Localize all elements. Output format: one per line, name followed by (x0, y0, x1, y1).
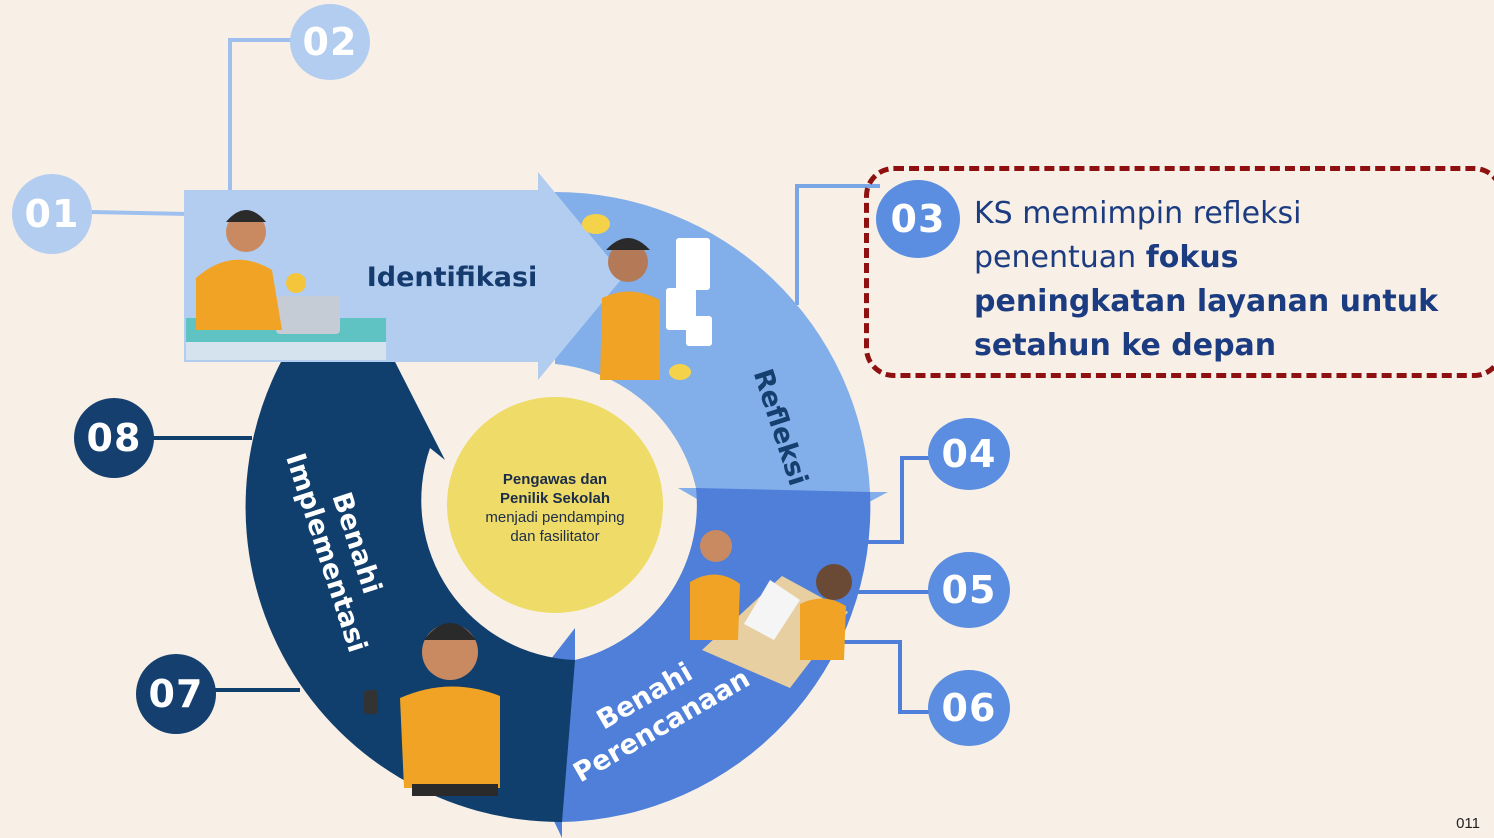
callout-text-regular: KS memimpin refleksi penentuan (974, 196, 1302, 275)
center-line-3: menjadi pendamping (485, 509, 625, 526)
center-caption: Pengawas dan Penilik Sekolah menjadi pen… (452, 470, 658, 546)
center-line-4: dan fasilitator (510, 528, 600, 545)
segment-refleksi (555, 191, 888, 548)
connector-06 (842, 640, 930, 714)
figure-implementasi (364, 623, 500, 796)
step-02-badge: 02 (290, 4, 370, 80)
center-circle (447, 397, 663, 613)
step-07-badge: 07 (136, 654, 216, 734)
center-line-1: Pengawas dan (502, 471, 608, 488)
callout-text-bold: fokus peningkatan layanan untuk setahun … (974, 240, 1439, 363)
figure-perencanaan (690, 530, 852, 688)
center-line-2: Penilik Sekolah (499, 490, 611, 507)
figure-identifikasi (186, 210, 386, 360)
connector-01 (89, 210, 189, 216)
step-04-badge: 04 (928, 418, 1010, 490)
step-06-badge: 06 (928, 670, 1010, 746)
figure-refleksi (582, 214, 712, 380)
connector-04 (866, 456, 930, 544)
segment-perencanaan (505, 488, 871, 838)
step-01-badge: 01 (12, 174, 92, 254)
step-05-badge: 05 (928, 552, 1010, 628)
connector-03 (795, 184, 880, 305)
step-08-badge: 08 (74, 398, 154, 478)
callout-box (864, 166, 1494, 378)
page-number: 011 (1456, 815, 1480, 832)
callout-text: KS memimpin refleksi penentuan fokus pen… (974, 192, 1454, 368)
label-identifikasi: Identifikasi (367, 262, 538, 293)
